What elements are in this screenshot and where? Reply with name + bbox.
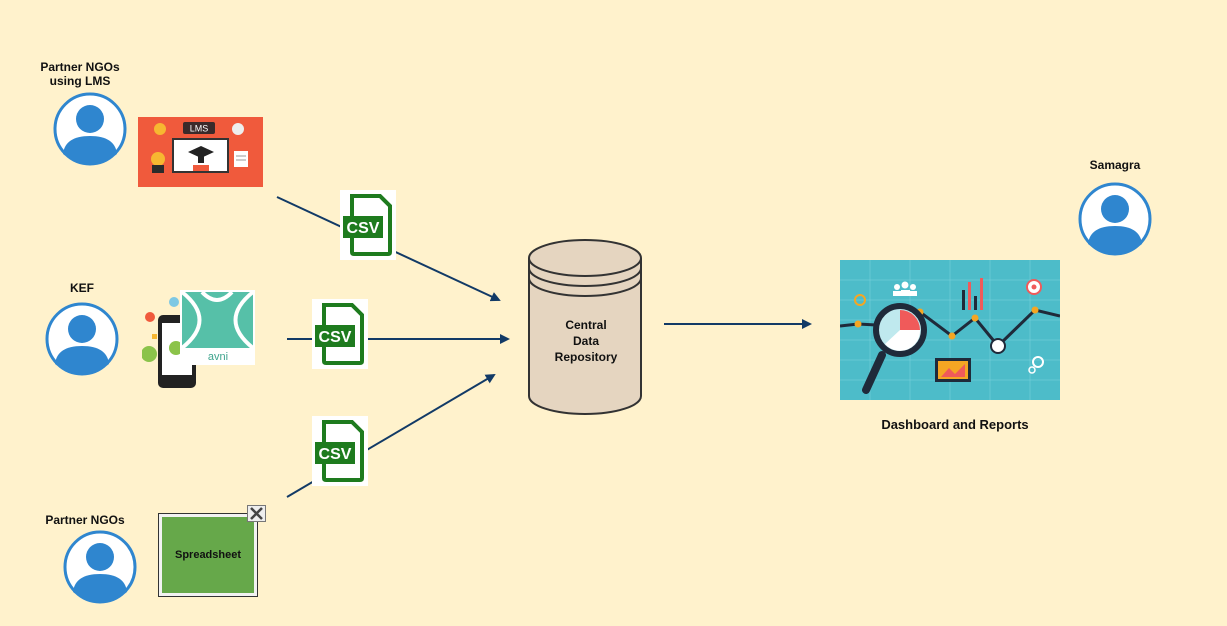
spreadsheet-label: Spreadsheet [174,549,242,561]
csv-label-3: CSV [319,446,352,463]
user-icon-partner-ngos [63,530,137,604]
csv-file-icon-3: CSV [312,416,368,486]
central-data-repository [528,239,642,415]
csv-file-icon-2: CSV [312,299,368,369]
csv-file-icon-1: CSV [340,190,396,260]
csv-label-2: CSV [319,329,352,346]
lms-badge: LMS [190,124,209,134]
lms-illustration: LMS [138,117,263,187]
repository-label: Central Data Repository [554,318,618,364]
dashboard-illustration [840,260,1060,400]
user-icon-samagra [1078,182,1152,256]
excel-icon [247,505,266,522]
avni-logo-text: avni [208,351,228,363]
csv-label-1: CSV [347,220,380,237]
actor-label-partner-ngos: Partner NGOs [45,513,125,527]
avni-illustration: avni [142,290,255,388]
dashboard-caption: Dashboard and Reports [881,417,1029,432]
actor-label-lms-ngos: Partner NGOs using LMS [40,60,120,88]
user-icon-lms-ngos [53,92,127,166]
spreadsheet-box: Spreadsheet [159,514,257,596]
actor-label-kef: KEF [70,281,94,295]
actor-label-samagra: Samagra [1089,158,1141,172]
user-icon-kef [45,302,119,376]
